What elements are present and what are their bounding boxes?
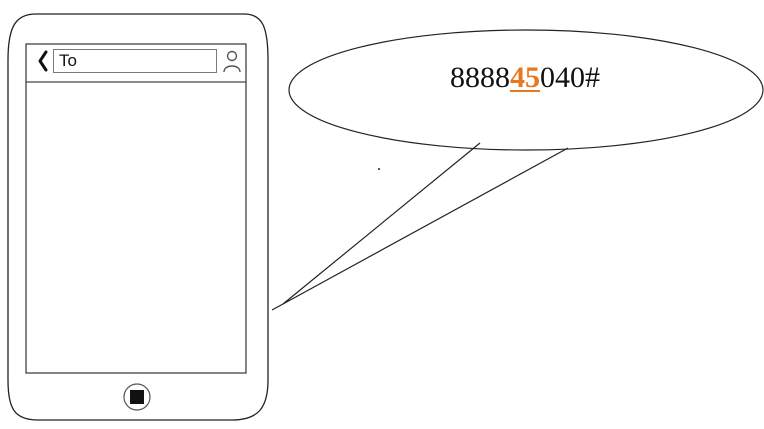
phone-screen (26, 44, 246, 373)
home-button-icon (124, 384, 150, 410)
bubble-code-text: 888845040# (300, 60, 750, 96)
stray-dot (378, 168, 380, 170)
to-field-label: To (59, 51, 77, 70)
code-highlight: 45 (510, 61, 540, 94)
speech-bubble-tail (272, 143, 568, 310)
to-input-field[interactable]: To (53, 49, 217, 73)
code-suffix: 040# (540, 61, 600, 94)
code-prefix: 8888 (450, 61, 510, 94)
